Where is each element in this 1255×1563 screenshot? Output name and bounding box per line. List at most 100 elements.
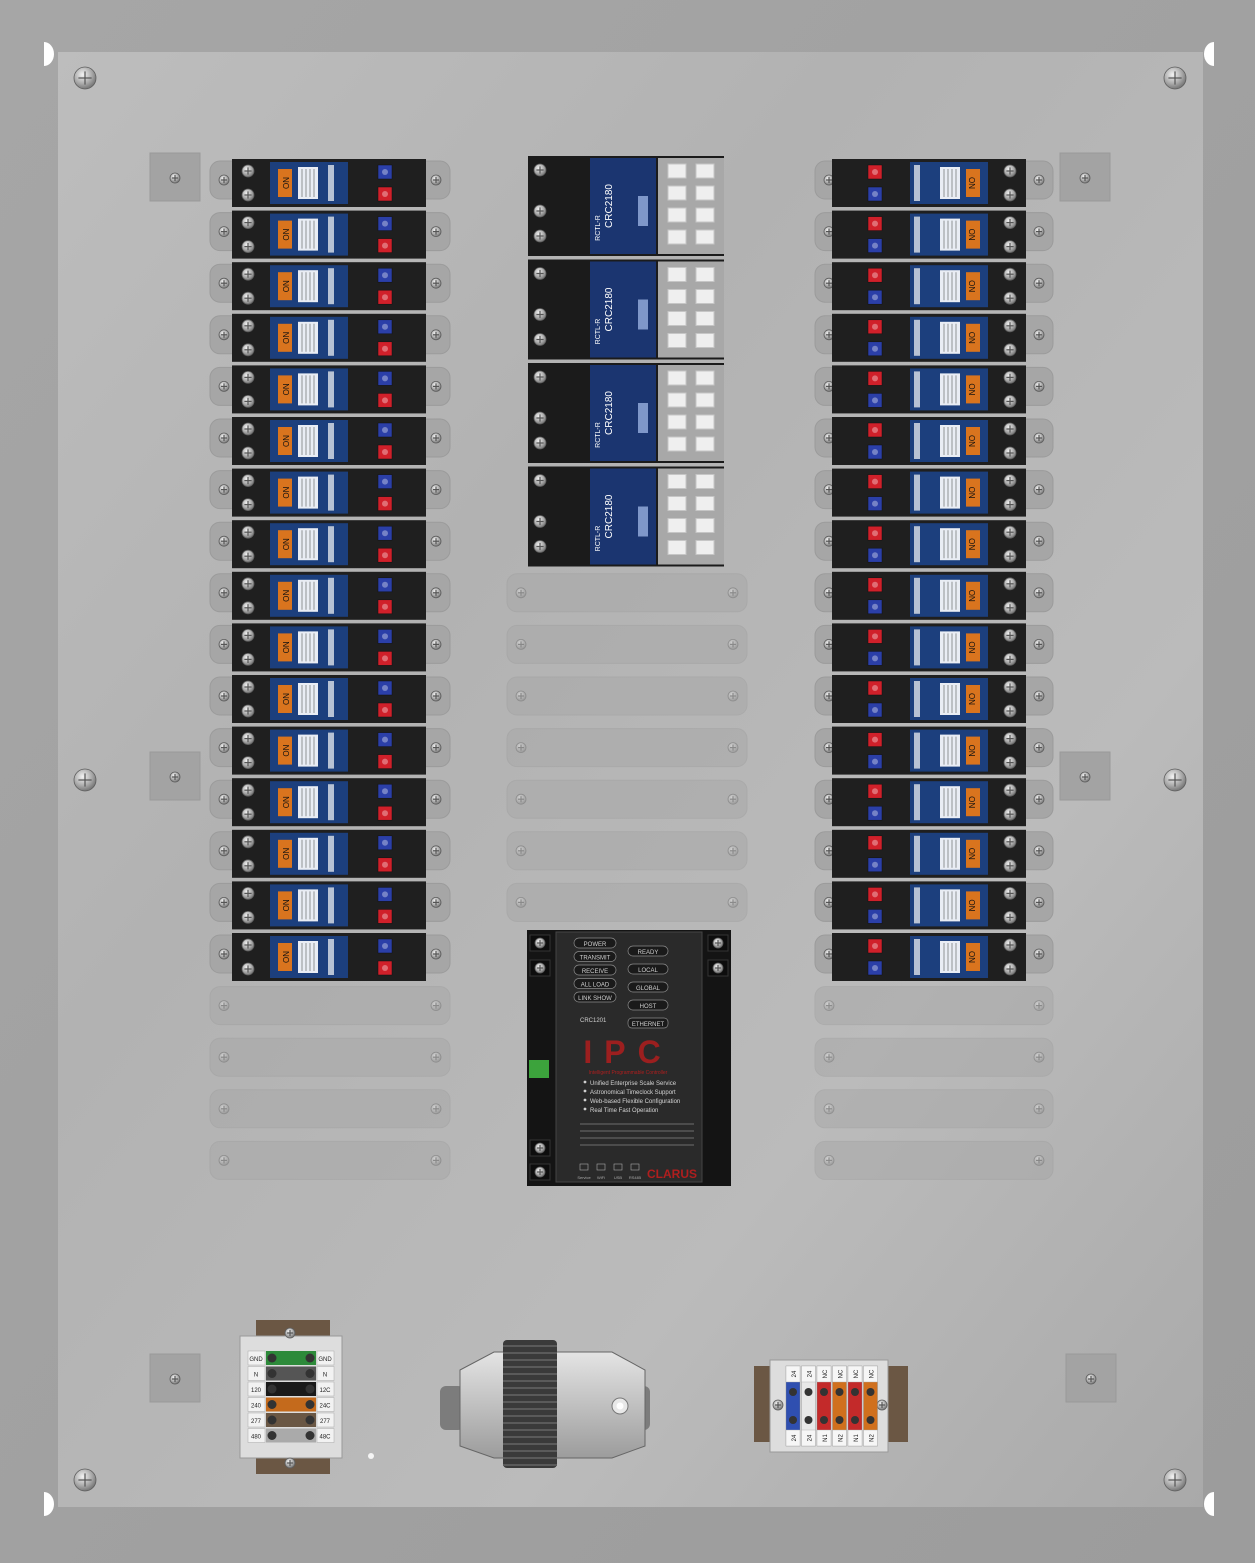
screw-icon	[533, 474, 547, 487]
left-breaker: NOCLARUS	[232, 417, 426, 465]
ipc-green-connector	[529, 1060, 549, 1078]
breaker-terminal-screw-icon	[1003, 164, 1017, 178]
terminal-label: N1	[823, 1434, 829, 1442]
breaker-terminal	[377, 371, 393, 386]
breaker-terminal	[867, 651, 883, 666]
screw-icon	[823, 742, 835, 753]
breaker-switch	[966, 427, 980, 455]
mounting-screw-icon	[1163, 768, 1187, 792]
breaker-terminal	[377, 754, 393, 769]
breaker-terminal-screw-icon	[241, 577, 255, 591]
ipc-ethernet-port	[627, 1017, 669, 1029]
breaker-terminal-screw-icon	[241, 446, 255, 460]
screw-icon	[823, 1155, 835, 1166]
terminal-strip	[266, 1397, 316, 1412]
screw-icon	[712, 962, 724, 974]
left-breaker: NOCLARUS	[232, 675, 426, 723]
breaker-terminal-screw-icon	[1003, 394, 1017, 408]
rail-clip	[814, 1140, 1054, 1180]
breaker-terminal	[867, 783, 883, 799]
breaker-terminal	[377, 577, 393, 593]
breaker-on-label: NO	[968, 332, 977, 344]
screw-icon	[1033, 897, 1045, 908]
screw-icon	[534, 1166, 546, 1178]
breaker-terminal-screw-icon	[1003, 938, 1017, 952]
breaker-on-label: NO	[968, 848, 977, 860]
breaker-info-card	[940, 476, 960, 509]
screw-icon	[727, 845, 739, 857]
screw-icon	[1033, 1155, 1045, 1166]
terminal-label: NC	[870, 1369, 876, 1378]
breaker-on-label: NO	[281, 538, 290, 550]
mounting-screw-icon	[1163, 1468, 1187, 1492]
screw-icon	[1033, 1103, 1045, 1115]
breaker-switch	[278, 530, 292, 559]
rail-clip	[506, 676, 748, 716]
breaker-terminal	[377, 319, 393, 335]
ipc-subtitle: Intelligent Programmable Controller	[589, 1070, 668, 1076]
screw-icon	[1033, 1000, 1045, 1011]
breaker-terminal-screw-icon	[241, 938, 255, 952]
breaker-terminal-screw-icon	[1003, 577, 1017, 591]
breaker-terminal-screw-icon	[241, 216, 255, 230]
breaker-terminal	[867, 238, 883, 253]
left-breaker: NOCLARUS	[232, 623, 426, 672]
breaker-info-card	[298, 631, 318, 664]
breaker-terminal-screw-icon	[241, 962, 255, 976]
right-breaker: NOCLARUS	[832, 468, 1026, 517]
screw-icon	[218, 1103, 230, 1115]
ipc-port-icon	[630, 1163, 640, 1171]
breaker-terminal-screw-icon	[1003, 370, 1017, 384]
breaker-on-label: NO	[281, 693, 290, 705]
ipc-led-label: TRANSMIT	[580, 956, 611, 962]
screw-icon	[430, 329, 442, 341]
breaker-switch	[278, 169, 292, 197]
screw-icon	[218, 587, 230, 599]
breaker-terminal-screw-icon	[1003, 474, 1017, 488]
screw-icon	[430, 226, 442, 238]
breaker-switch	[278, 272, 292, 301]
terminal-label: NC	[823, 1369, 829, 1378]
breaker-switch	[966, 633, 980, 662]
breaker-terminal	[377, 341, 393, 357]
breaker-switch	[966, 685, 980, 713]
screw-icon	[772, 1399, 784, 1411]
relay-model: CRC2180	[604, 287, 615, 331]
breaker-terminal-screw-icon	[241, 291, 255, 305]
breaker-terminal	[867, 629, 883, 644]
breaker-terminal	[867, 754, 883, 769]
screw-icon	[218, 639, 230, 650]
breaker-switch	[966, 169, 980, 197]
standoff-screw-icon	[1079, 172, 1091, 184]
breaker-info-card	[298, 786, 318, 819]
breaker-info-card	[298, 941, 318, 973]
breaker-terminal	[867, 909, 883, 924]
screw-icon	[430, 897, 442, 908]
terminal-label: 480	[251, 1435, 262, 1441]
breaker-switch	[966, 943, 980, 971]
breaker-switch	[966, 272, 980, 301]
screw-icon	[218, 484, 230, 496]
breaker-terminal	[377, 496, 393, 511]
breaker-switch	[278, 736, 292, 765]
breaker-terminal	[867, 887, 883, 902]
breaker-info-card	[298, 579, 318, 612]
screw-icon	[533, 515, 547, 528]
terminal-label: GND	[318, 1357, 332, 1363]
screw-icon	[727, 897, 739, 908]
standoff-screw-icon	[169, 172, 181, 184]
right-breaker: NOCLARUS	[832, 417, 1026, 465]
breaker-terminal-screw-icon	[241, 422, 255, 436]
terminal-label: NC	[854, 1369, 860, 1378]
screw-icon	[218, 432, 230, 444]
standoff-pad	[149, 152, 201, 202]
mounting-screws	[73, 66, 1187, 1492]
breaker-terminal	[867, 444, 883, 460]
breaker-terminal-screw-icon	[241, 732, 255, 745]
breaker-switch	[966, 839, 980, 868]
left-breaker: NOCLARUS	[232, 365, 426, 414]
left-breaker: NOCLARUS	[232, 468, 426, 517]
screw-icon	[1033, 329, 1045, 341]
screw-icon	[823, 1051, 835, 1063]
breaker-on-label: NO	[281, 435, 290, 447]
